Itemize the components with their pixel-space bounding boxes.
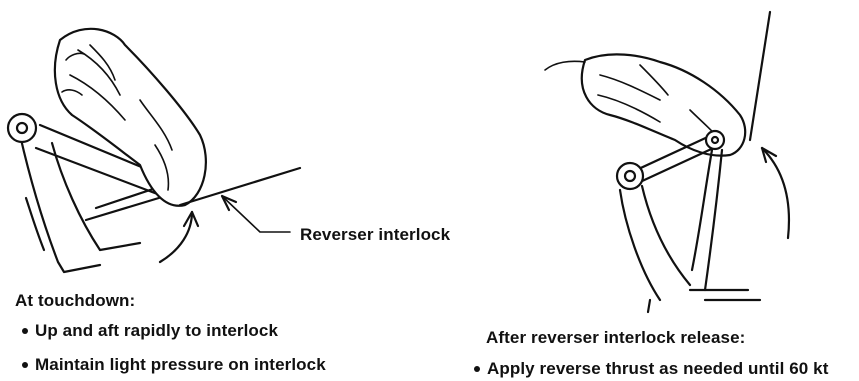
right-thrust-lever-illustration: [545, 12, 789, 312]
left-bullet-1-text: Up and aft rapidly to interlock: [35, 322, 278, 339]
left-bullet-1: Up and aft rapidly to interlock: [22, 322, 278, 339]
right-pivot-wheel: [617, 163, 643, 189]
right-bullet-1-text: Apply reverse thrust as needed until 60 …: [487, 360, 828, 377]
left-thrust-lever-illustration: [8, 29, 300, 272]
callout-label-reverser-interlock: Reverser interlock: [300, 226, 450, 243]
left-bullet-2-text: Maintain light pressure on interlock: [35, 356, 326, 373]
left-throttle-fork: [20, 135, 140, 272]
bullet-dot-icon: [22, 362, 28, 368]
left-bullet-2: Maintain light pressure on interlock: [22, 356, 326, 373]
right-bullet-1: Apply reverse thrust as needed until 60 …: [474, 360, 828, 377]
left-hand: [55, 29, 206, 206]
right-lever-line: [750, 12, 770, 140]
bullet-dot-icon: [22, 328, 28, 334]
bullet-dot-icon: [474, 366, 480, 372]
right-heading: After reverser interlock release:: [486, 329, 745, 346]
left-heading: At touchdown:: [15, 292, 135, 309]
left-pivot-wheel: [8, 114, 36, 142]
